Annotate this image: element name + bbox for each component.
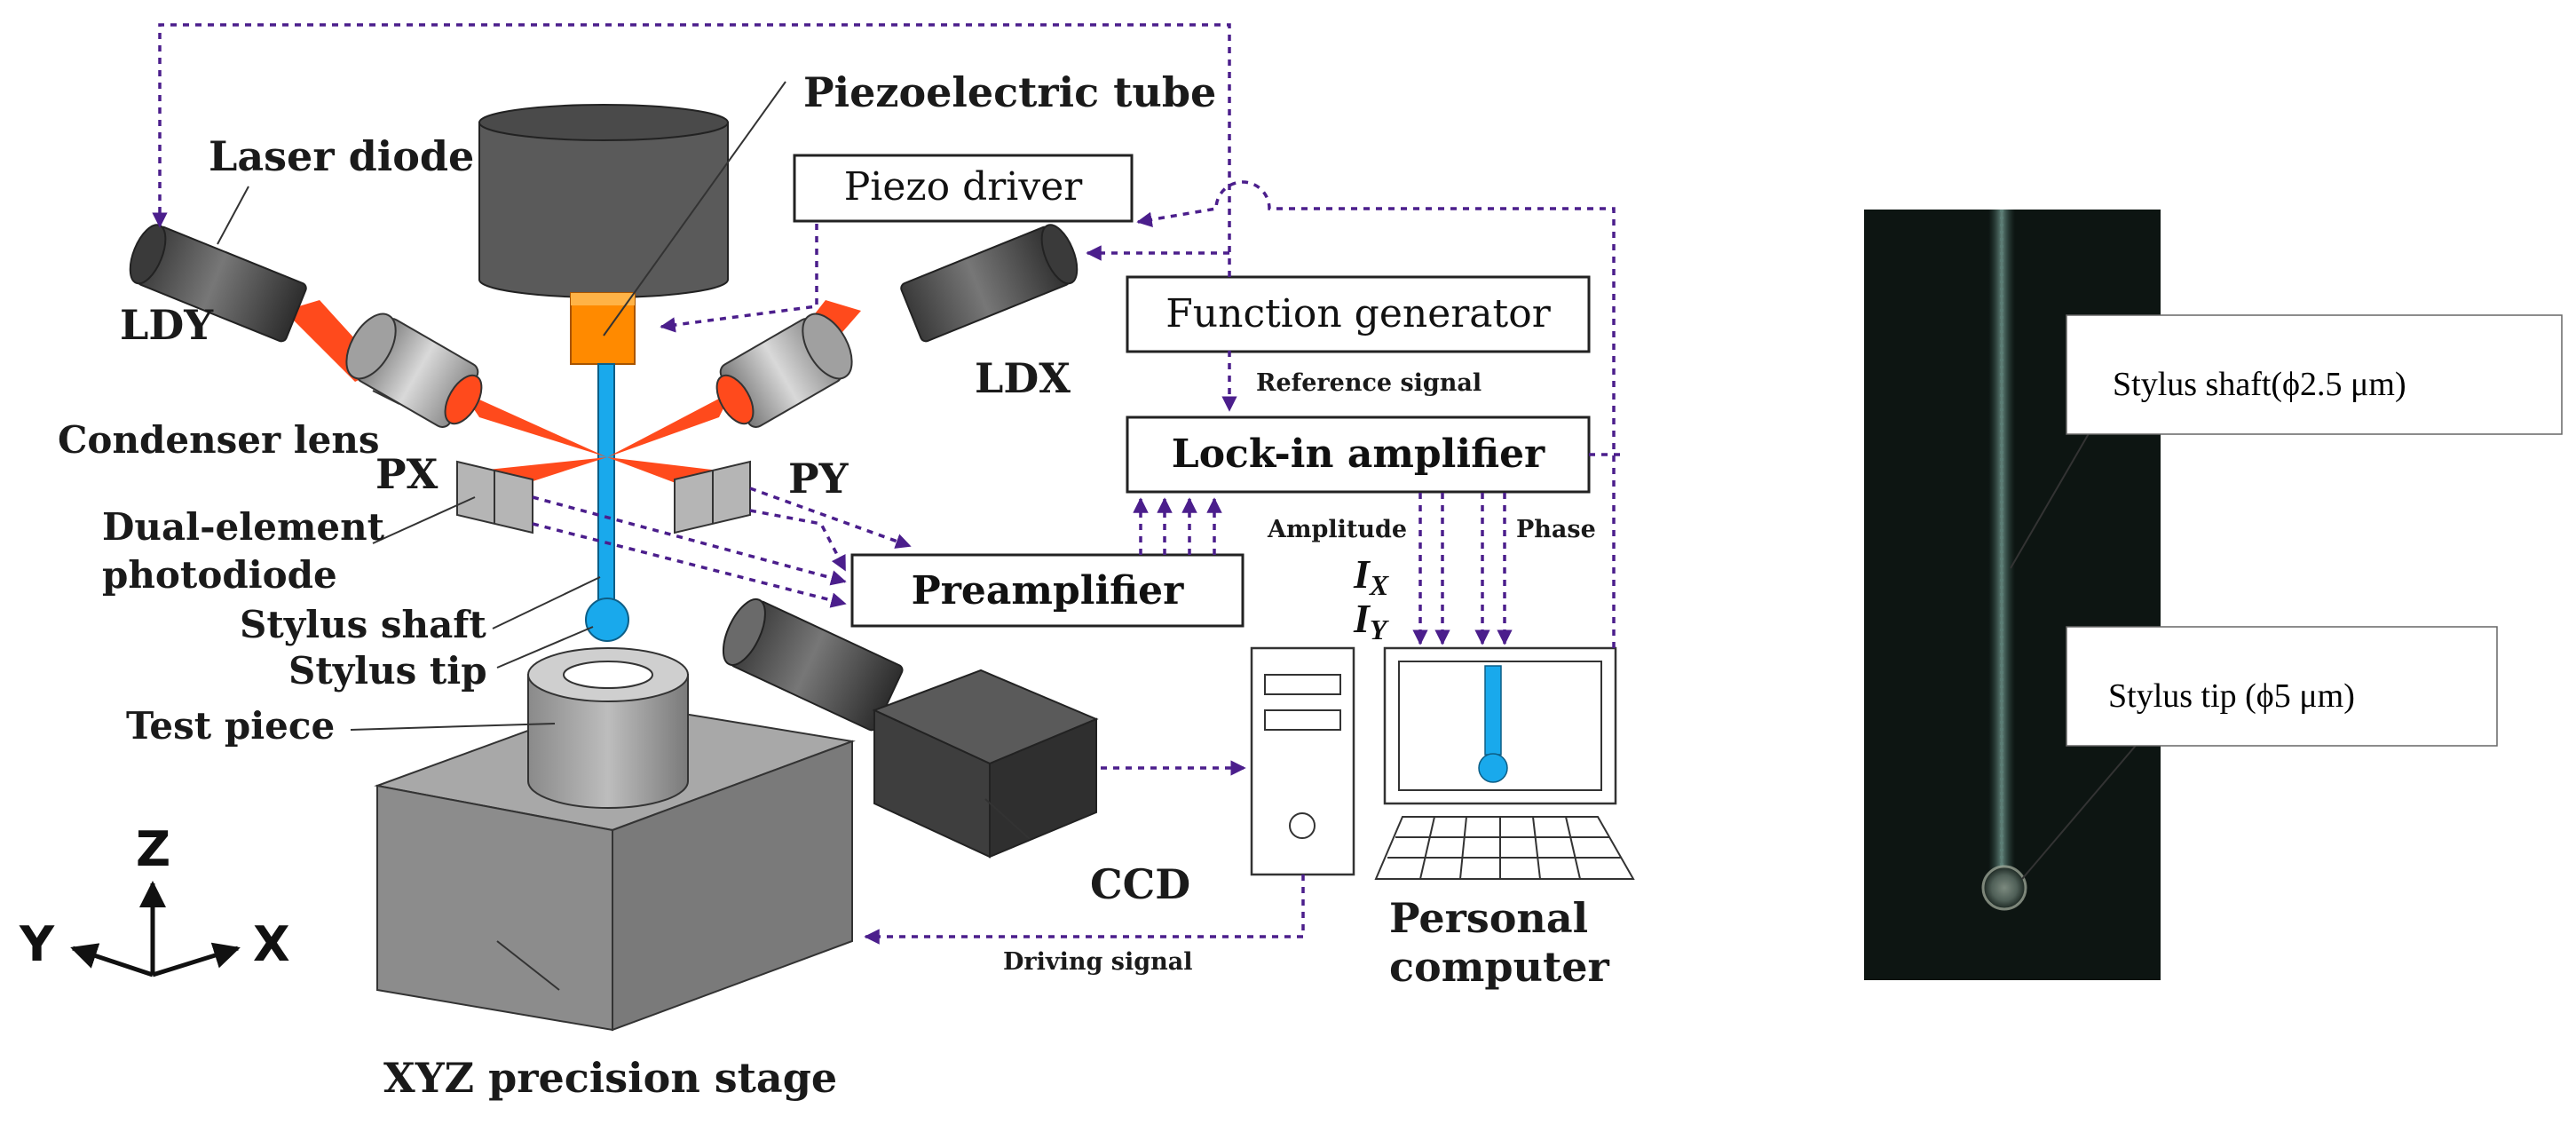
label-ccd: CCD	[1090, 860, 1190, 908]
test-piece	[527, 647, 689, 809]
label-stylus-tip: Stylus tip	[288, 649, 487, 693]
label-test-piece: Test piece	[126, 704, 335, 748]
label-ix: IX	[1353, 551, 1389, 601]
leader-lines	[217, 81, 1031, 991]
preamplifier-box: Preamplifier	[850, 553, 1245, 628]
diagram-labels: Piezoelectric tube Laser diode LDY LDX C…	[58, 68, 1609, 1102]
photodiode-py	[674, 460, 751, 534]
photo-tip-callout	[2066, 626, 2498, 747]
photo-tip-label: Stylus tip (ϕ5 μm)	[2108, 677, 2355, 715]
label-photodiode: photodiode	[102, 553, 337, 597]
axis-x-label: X	[253, 916, 290, 972]
label-condenser-lens: Condenser lens	[58, 418, 380, 462]
photo-shaft-callout	[2066, 314, 2563, 435]
condenser-lens-right	[715, 313, 853, 428]
label-ldy: LDY	[120, 301, 214, 349]
lock-in-amplifier-box: Lock-in amplifier	[1126, 416, 1591, 494]
label-stylus-shaft: Stylus shaft	[240, 603, 486, 646]
lock-in-amplifier-label: Lock-in amplifier	[1172, 431, 1545, 477]
xyz-stage	[374, 700, 856, 1032]
function-generator-box: Function generator	[1126, 275, 1591, 353]
piezo-tube	[478, 104, 729, 365]
label-personal: Personal	[1389, 894, 1588, 942]
label-px: PX	[375, 450, 439, 498]
photodiode-px	[456, 460, 533, 534]
piezo-driver-box: Piezo driver	[793, 154, 1134, 223]
stylus-photo: Stylus shaft(ϕ2.5 μm) Stylus tip (ϕ5 μm)	[1864, 210, 2563, 980]
pc-keyboard	[1374, 816, 1635, 880]
stylus-tip	[585, 598, 629, 642]
axis-z-label: Z	[136, 821, 170, 877]
preamplifier-label: Preamplifier	[912, 568, 1185, 613]
stylus-shaft	[597, 363, 615, 605]
label-phase: Phase	[1516, 516, 1596, 543]
function-generator-label: Function generator	[1166, 291, 1551, 336]
piezo-driver-label: Piezo driver	[844, 164, 1084, 210]
ccd-camera	[722, 598, 1099, 859]
coordinate-axes: Z Y X	[19, 821, 290, 978]
signal-lines	[152, 23, 1623, 945]
label-piezoelectric-tube: Piezoelectric tube	[803, 68, 1216, 116]
personal-computer	[1250, 646, 1635, 880]
photo-stylus-tip	[1983, 867, 2026, 909]
stylus	[585, 363, 629, 642]
label-driving-signal: Driving signal	[1003, 948, 1192, 976]
label-xyz-stage: XYZ precision stage	[383, 1054, 837, 1102]
label-amplitude: Amplitude	[1267, 516, 1407, 543]
label-dual-element: Dual-element	[102, 505, 385, 549]
label-laser-diode: Laser diode	[209, 132, 474, 180]
photo-shaft-label: Stylus shaft(ϕ2.5 μm)	[2113, 366, 2406, 403]
label-computer: computer	[1389, 943, 1609, 991]
label-reference-signal: Reference signal	[1256, 369, 1482, 397]
condenser-lens-left	[345, 313, 483, 428]
label-py: PY	[788, 455, 849, 503]
label-ldx: LDX	[975, 354, 1071, 402]
laser-diode-ldx	[900, 224, 1079, 343]
axis-y-label: Y	[19, 916, 55, 972]
label-iy: IY	[1353, 596, 1389, 645]
